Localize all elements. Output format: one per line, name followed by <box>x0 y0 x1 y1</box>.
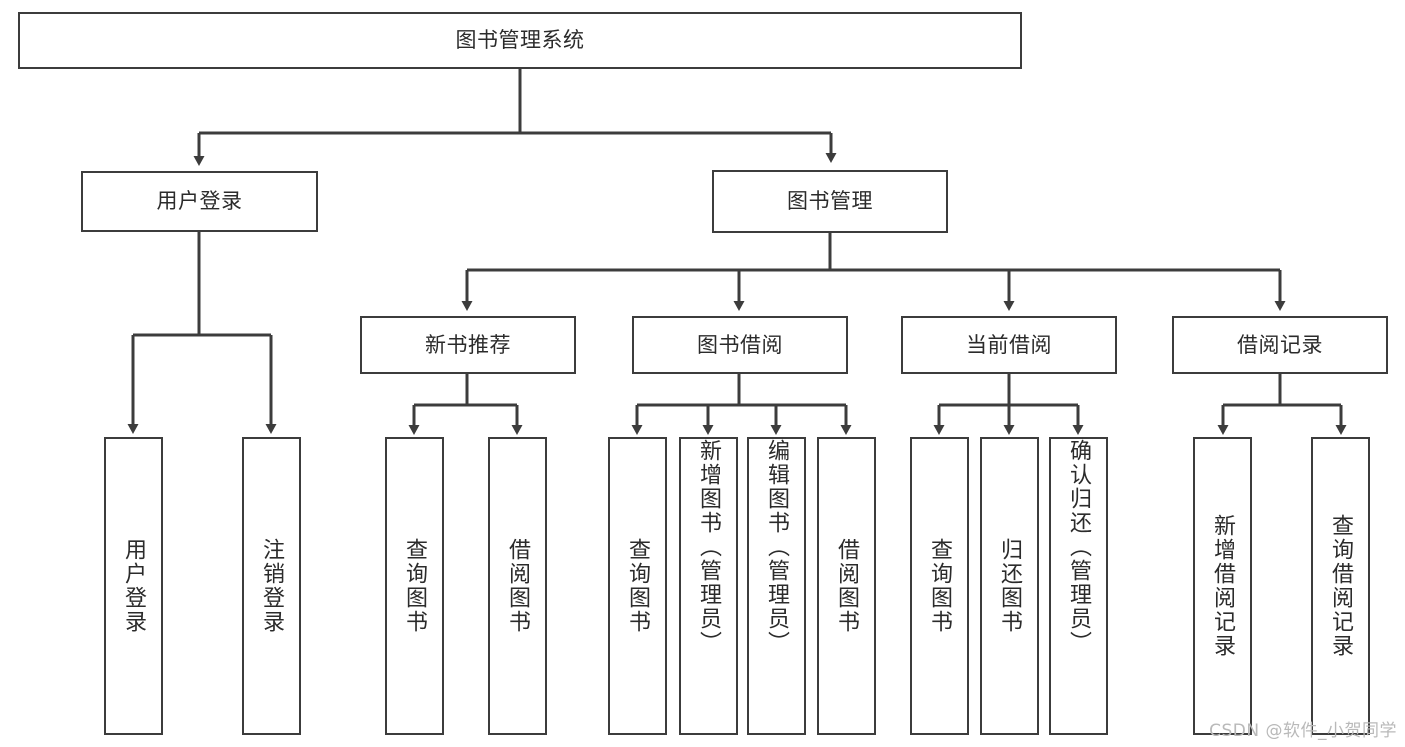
leaf-recommend-query-book-label: 查询图书 <box>402 538 428 634</box>
leaf-current-query-book-label: 查询图书 <box>927 538 953 634</box>
leaf-borrow-borrow-book[interactable]: 借阅图书 <box>817 437 876 735</box>
leaf-record-query-record[interactable]: 查询借阅记录 <box>1311 437 1370 735</box>
leaf-current-return-book-label: 归还图书 <box>997 538 1023 634</box>
leaf-borrow-query-book[interactable]: 查询图书 <box>608 437 667 735</box>
leaf-user-login-logout-label: 注销登录 <box>259 538 285 634</box>
leaf-borrow-query-book-label: 查询图书 <box>625 538 651 634</box>
leaf-borrow-add-book[interactable]: 新增图书（管理员） <box>679 437 738 735</box>
node-new-book-recommend[interactable]: 新书推荐 <box>360 316 576 374</box>
node-current-borrow-label: 当前借阅 <box>966 332 1052 357</box>
leaf-recommend-query-book[interactable]: 查询图书 <box>385 437 444 735</box>
leaf-borrow-edit-book[interactable]: 编辑图书（管理员） <box>747 437 806 735</box>
leaf-user-login-login-label: 用户登录 <box>121 538 147 634</box>
leaf-record-query-record-label: 查询借阅记录 <box>1328 514 1354 658</box>
leaf-record-add-record-label: 新增借阅记录 <box>1210 514 1236 658</box>
leaf-recommend-borrow-book-label: 借阅图书 <box>505 538 531 634</box>
node-new-book-recommend-label: 新书推荐 <box>425 332 511 357</box>
node-root[interactable]: 图书管理系统 <box>18 12 1022 69</box>
node-book-borrow[interactable]: 图书借阅 <box>632 316 848 374</box>
leaf-recommend-borrow-book[interactable]: 借阅图书 <box>488 437 547 735</box>
leaf-user-login-logout[interactable]: 注销登录 <box>242 437 301 735</box>
node-current-borrow[interactable]: 当前借阅 <box>901 316 1117 374</box>
leaf-user-login-login[interactable]: 用户登录 <box>104 437 163 735</box>
node-root-label: 图书管理系统 <box>455 28 585 53</box>
leaf-current-query-book[interactable]: 查询图书 <box>910 437 969 735</box>
leaf-borrow-add-book-label: 新增图书（管理员） <box>696 439 722 655</box>
node-book-management-label: 图书管理 <box>787 189 873 214</box>
leaf-record-add-record[interactable]: 新增借阅记录 <box>1193 437 1252 735</box>
leaf-borrow-edit-book-label: 编辑图书（管理员） <box>764 439 790 655</box>
watermark: CSDN @软件_小贺同学 <box>1209 721 1397 741</box>
node-book-borrow-label: 图书借阅 <box>697 332 783 357</box>
node-borrow-record[interactable]: 借阅记录 <box>1172 316 1388 374</box>
node-user-login[interactable]: 用户登录 <box>81 171 318 232</box>
leaf-current-confirm-return-label: 确认归还（管理员） <box>1066 439 1092 655</box>
node-user-login-label: 用户登录 <box>156 189 243 214</box>
leaf-current-confirm-return[interactable]: 确认归还（管理员） <box>1049 437 1108 735</box>
node-book-management[interactable]: 图书管理 <box>712 170 948 233</box>
node-borrow-record-label: 借阅记录 <box>1237 332 1323 357</box>
leaf-borrow-borrow-book-label: 借阅图书 <box>834 538 860 634</box>
leaf-current-return-book[interactable]: 归还图书 <box>980 437 1039 735</box>
